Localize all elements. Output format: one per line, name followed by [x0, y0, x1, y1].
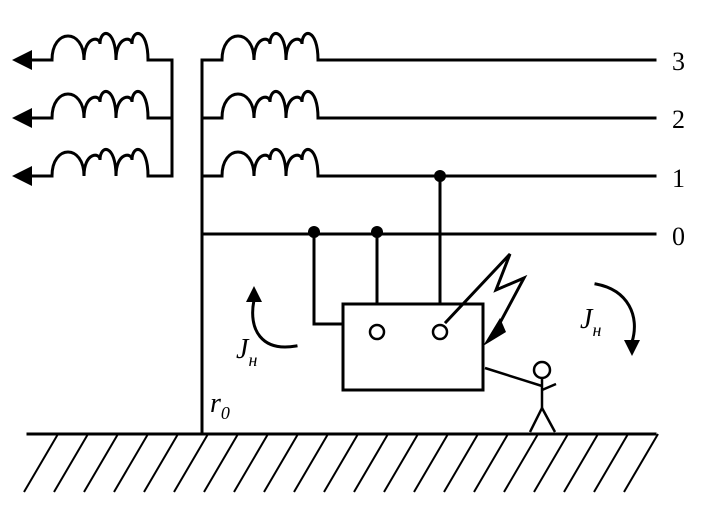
hatch-line [593, 433, 629, 493]
source-winding-top [12, 32, 174, 70]
line-label-0: 0 [672, 222, 685, 251]
source-winding-middle [12, 90, 174, 128]
line-label-2: 2 [672, 105, 685, 134]
hatch-line [323, 433, 359, 493]
hatch-line [623, 433, 659, 493]
hatch-line [233, 433, 269, 493]
hatch-line [383, 433, 419, 493]
hatch-line [23, 433, 59, 493]
arrow-up-icon [246, 286, 262, 302]
r0-label: r0 [210, 388, 230, 423]
source-winding-bottom [12, 148, 174, 186]
hatch-line [353, 433, 389, 493]
line-labels: 3 2 1 0 [672, 47, 685, 251]
secondary-windings [200, 32, 657, 236]
hatch-line [563, 433, 599, 493]
hatch-line [203, 433, 239, 493]
arrow-left-icon [12, 50, 32, 70]
hatch-line [143, 433, 179, 493]
hatch-line [443, 433, 479, 493]
hatch-line [293, 433, 329, 493]
current-arrow-right: Jн [580, 282, 640, 356]
junction-dots [308, 170, 446, 238]
hatch-line [473, 433, 509, 493]
hatch-line [263, 433, 299, 493]
source-windings [12, 32, 174, 186]
fault-bolt-icon [443, 252, 528, 346]
line-label-1: 1 [672, 164, 685, 193]
hatch-line [53, 433, 89, 493]
arrow-down-icon [624, 340, 640, 356]
hatch-line [413, 433, 449, 493]
hatch-line [113, 433, 149, 493]
hatch-line [83, 433, 119, 493]
line-label-3: 3 [672, 47, 685, 76]
arrow-left-icon [12, 108, 32, 128]
hatch-line [173, 433, 209, 493]
hatch-line [503, 433, 539, 493]
equipment-wiring [312, 174, 442, 326]
arrow-left-icon [12, 166, 32, 186]
hatch-line [533, 433, 569, 493]
ground-hatch [23, 432, 659, 493]
current-label-right: Jн [580, 304, 601, 340]
terminal-left [368, 323, 386, 341]
equipment-housing [341, 302, 485, 392]
current-label-left: Jн [236, 334, 257, 370]
current-arrow-left: Jн [236, 286, 298, 370]
person-icon [484, 360, 557, 433]
terminal-right [431, 323, 449, 341]
